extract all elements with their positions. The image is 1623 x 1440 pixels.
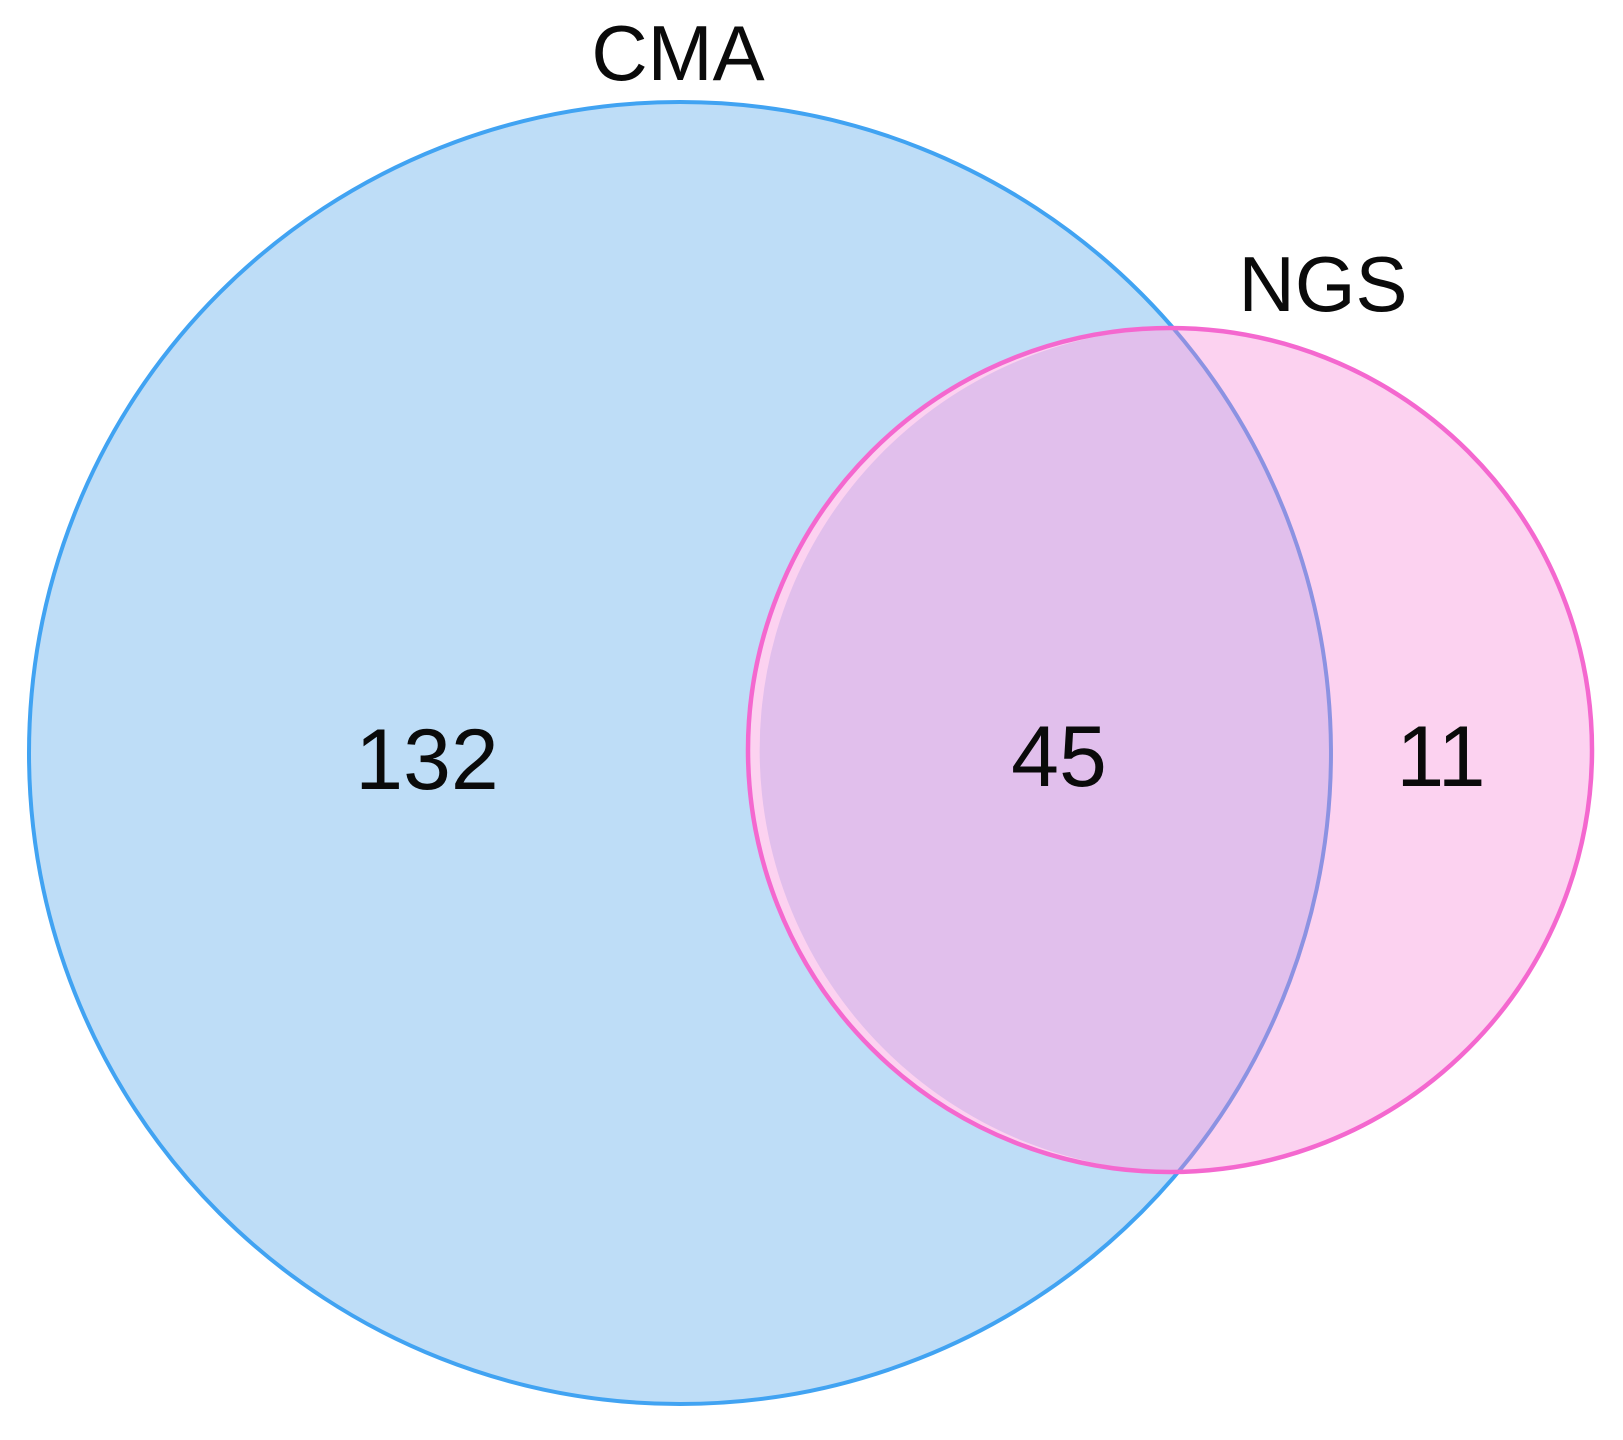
cma-set-label: CMA bbox=[591, 9, 764, 97]
cma-arc-inside-ngs bbox=[1171, 326, 1333, 1174]
ngs-circle-border bbox=[745, 325, 1595, 1175]
overlap-region bbox=[759, 328, 1331, 1172]
cma-only-count: 132 bbox=[355, 712, 499, 808]
ngs-only-count: 11 bbox=[1396, 709, 1485, 805]
intersection-count: 45 bbox=[1011, 709, 1107, 805]
ngs-set-label: NGS bbox=[1238, 240, 1407, 328]
